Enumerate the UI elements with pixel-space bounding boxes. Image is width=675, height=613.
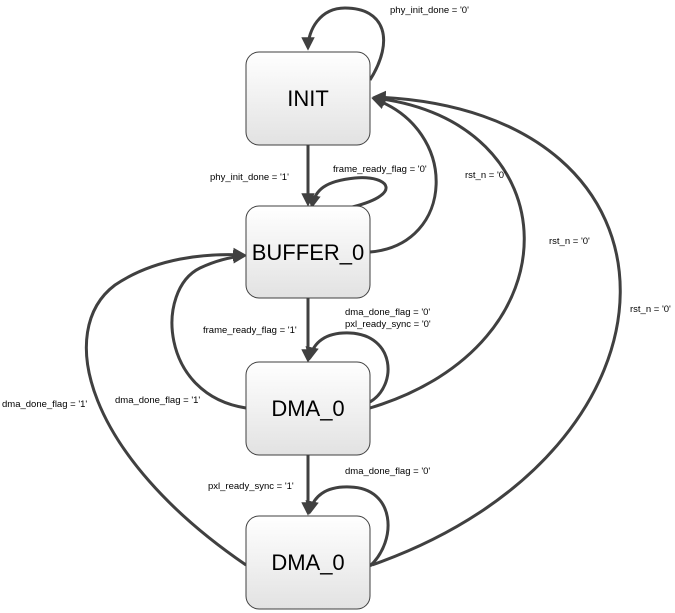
state-dma-0-a-label: DMA_0: [271, 396, 344, 421]
edge-buffer-self: [307, 176, 388, 210]
label-init-self: phy_init_done = '0': [390, 5, 469, 16]
edge-init-self: [301, 6, 386, 81]
label-dma-a-to-dma-b: pxl_ready_sync = '1': [208, 481, 294, 492]
label-dma-a-to-buffer: dma_done_flag = '1': [115, 395, 200, 406]
state-dma-0-b: DMA_0: [245, 515, 371, 610]
edge-dma-b-to-init: [371, 90, 622, 567]
label-dma-a-self-line2: pxl_ready_sync = '0': [345, 319, 431, 330]
label-buffer-self: frame_ready_flag = '0': [333, 164, 427, 175]
edge-dma-a-to-init: [369, 92, 526, 410]
label-dma-b-to-buffer: dma_done_flag = '1': [2, 399, 87, 410]
edge-dma-a-self: [305, 331, 390, 404]
label-dma-b-to-init: rst_n = '0': [630, 304, 671, 315]
state-init-label: INIT: [287, 86, 329, 111]
label-dma-b-self: dma_done_flag = '0': [345, 466, 430, 477]
edge-dma-b-self: [305, 485, 390, 568]
label-buffer-to-init: rst_n = '0': [465, 170, 506, 181]
state-init: INIT: [245, 51, 371, 146]
state-buffer-0: BUFFER_0: [245, 205, 371, 299]
label-init-to-buffer: phy_init_done = '1': [210, 172, 289, 183]
state-buffer-0-label: BUFFER_0: [252, 240, 364, 265]
state-dma-0-a: DMA_0: [245, 361, 371, 456]
label-dma-a-to-init: rst_n = '0': [549, 236, 590, 247]
edge-dma-b-to-buffer: [84, 247, 247, 567]
edge-dma-a-to-buffer: [170, 250, 247, 410]
state-dma-0-b-label: DMA_0: [271, 550, 344, 575]
label-buffer-to-dma-a: frame_ready_flag = '1': [203, 325, 297, 336]
label-dma-a-self-line1: dma_done_flag = '0': [345, 307, 430, 318]
edge-buffer-to-init: [369, 96, 438, 254]
